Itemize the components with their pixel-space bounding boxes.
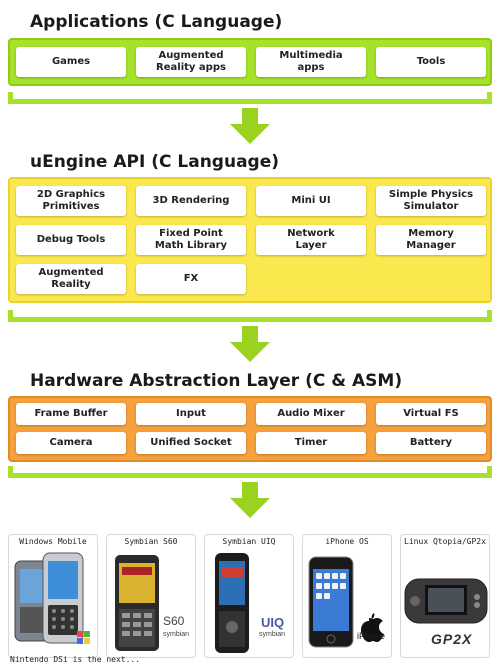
- app-box-games: Games: [16, 47, 126, 77]
- app-box-ar-apps: Augmented Reality apps: [136, 47, 246, 77]
- symbian-logo-text: symbian: [259, 631, 286, 638]
- api-box-2d-graphics: 2D Graphics Primitives: [16, 186, 126, 216]
- footer-note: Nintendo DSi is the next...: [10, 655, 141, 664]
- hal-box-timer: Timer: [256, 432, 366, 454]
- hal-box-audio-mixer: Audio Mixer: [256, 403, 366, 425]
- hal-box-unified-socket: Unified Socket: [136, 432, 246, 454]
- uiq-logo: UIQ: [261, 615, 285, 630]
- platform-label: Linux Qtopia/GP2x: [404, 537, 486, 546]
- platform-label: iPhone OS: [325, 537, 369, 546]
- gp2x-logo: GP2X: [431, 631, 473, 647]
- hal-box-camera: Camera: [16, 432, 126, 454]
- app-box-tools: Tools: [376, 47, 486, 77]
- hal-box-battery: Battery: [376, 432, 486, 454]
- api-box-fixed-point: Fixed Point Math Library: [136, 225, 246, 255]
- api-box-memory: Memory Manager: [376, 225, 486, 255]
- applications-title: Applications (C Language): [30, 12, 283, 32]
- down-arrow-3: [230, 482, 270, 518]
- platform-label: Windows Mobile: [19, 537, 87, 546]
- applications-bracket: [8, 92, 492, 104]
- platform-label: Symbian S60: [124, 537, 178, 546]
- platform-symbian-s60: Symbian S60 S60 symbian: [106, 534, 196, 658]
- api-title: uEngine API (C Language): [30, 152, 280, 172]
- down-arrow-1: [230, 108, 270, 144]
- iphone-logo-text: iPhone: [357, 631, 386, 641]
- iphone-image: [308, 556, 384, 648]
- windows-mobile-phones-image: [14, 552, 90, 644]
- gp2x-console-image: [404, 578, 488, 624]
- hal-box-virtual-fs: Virtual FS: [376, 403, 486, 425]
- api-box-network: Network Layer: [256, 225, 366, 255]
- api-bracket: [8, 310, 492, 322]
- symbian-s60-phone-image: [115, 555, 159, 651]
- hal-panel: Frame Buffer Input Audio Mixer Virtual F…: [8, 396, 492, 462]
- platform-symbian-uiq: Symbian UIQ UIQ symbian: [204, 534, 294, 658]
- api-box-debug-tools: Debug Tools: [16, 225, 126, 255]
- api-box-augmented-reality: Augmented Reality: [16, 264, 126, 294]
- api-panel: 2D Graphics Primitives 3D Rendering Mini…: [8, 177, 492, 303]
- hal-box-frame-buffer: Frame Buffer: [16, 403, 126, 425]
- api-box-fx: FX: [136, 264, 246, 294]
- platform-iphone-os: iPhone OS iPhone: [302, 534, 392, 658]
- api-box-physics: Simple Physics Simulator: [376, 186, 486, 216]
- symbian-uiq-phone-image: [215, 553, 249, 653]
- applications-panel: Games Augmented Reality apps Multimedia …: [8, 38, 492, 86]
- down-arrow-2: [230, 326, 270, 362]
- hal-bracket: [8, 466, 492, 478]
- app-box-multimedia: Multimedia apps: [256, 47, 366, 77]
- hal-title: Hardware Abstraction Layer (C & ASM): [30, 371, 403, 391]
- platform-linux-gp2x: Linux Qtopia/GP2x GP2X: [400, 534, 490, 658]
- s60-logo: S60: [163, 614, 185, 628]
- symbian-logo-text: symbian: [163, 631, 190, 638]
- api-box-3d-rendering: 3D Rendering: [136, 186, 246, 216]
- hal-box-input: Input: [136, 403, 246, 425]
- platform-label: Symbian UIQ: [222, 537, 276, 546]
- platform-windows-mobile: Windows Mobile: [8, 534, 98, 658]
- api-box-mini-ui: Mini UI: [256, 186, 366, 216]
